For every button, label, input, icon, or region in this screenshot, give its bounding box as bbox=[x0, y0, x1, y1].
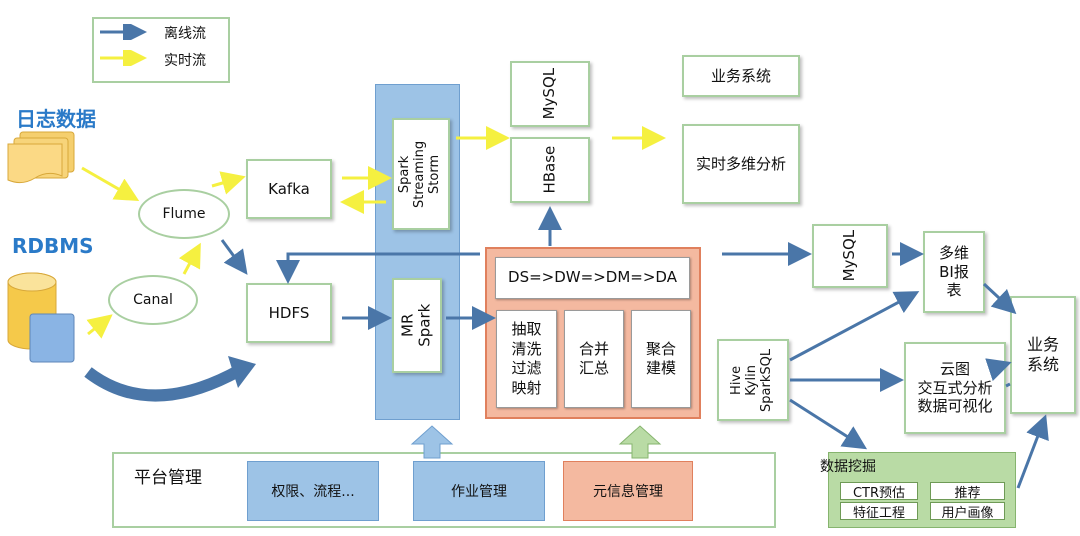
multi-bi-node: 多维 BI报 表 bbox=[923, 231, 985, 313]
arrow-db-hdfs-head bbox=[228, 356, 256, 388]
arrow-platform-dw bbox=[618, 425, 662, 459]
legend-realtime-label: 实时流 bbox=[164, 53, 206, 69]
hbase-node: HBase bbox=[510, 137, 590, 203]
flume-node: Flume bbox=[138, 189, 230, 239]
canal-node: Canal bbox=[108, 275, 198, 325]
arrow-db-canal bbox=[86, 314, 113, 339]
arrow-hive-mining bbox=[789, 398, 868, 450]
job-mgmt-box: 作业管理 bbox=[413, 461, 545, 521]
arrow-dw-hdfs bbox=[276, 252, 480, 284]
arrow-platform-compute bbox=[410, 425, 454, 459]
extract-label: 抽取 清洗 过滤 映射 bbox=[511, 320, 542, 397]
user-portrait-box: 用户画像 bbox=[930, 502, 1005, 521]
hdfs-node: HDFS bbox=[246, 283, 332, 343]
aggregate-box: 聚合 建模 bbox=[631, 310, 691, 408]
cloud-chart-node: 云图 交互式分析 数据可视化 bbox=[904, 342, 1006, 434]
feature-box: 特征工程 bbox=[840, 502, 918, 521]
legend bbox=[92, 17, 230, 83]
hive-node: Hive Kylin SparkSQL bbox=[717, 339, 789, 421]
platform-title: 平台管理 bbox=[134, 468, 202, 488]
log-files-icon bbox=[7, 131, 75, 184]
arrow-db-hdfs-curve bbox=[84, 364, 243, 402]
arrow-flume-kafka bbox=[211, 171, 246, 195]
arrow-flume-hdfs bbox=[220, 239, 248, 275]
rdbms-source-title: RDBMS bbox=[12, 234, 94, 258]
permissions-box: 权限、流程... bbox=[247, 461, 379, 521]
mr-spark-node: MR Spark bbox=[392, 278, 442, 373]
arrow-cloud-biz-2 bbox=[985, 358, 1012, 382]
mysql-right-node: MySQL bbox=[812, 224, 888, 288]
multi-bi-label: 多维 BI报 表 bbox=[938, 243, 969, 300]
biz-system-right-node: 业务 系统 bbox=[1010, 296, 1076, 414]
biz-system-top-node: 业务系统 bbox=[682, 55, 800, 97]
arrow-bi-biz bbox=[982, 282, 1017, 315]
logs-source-title: 日志数据 bbox=[16, 107, 96, 131]
legend-realtime-arrow-icon bbox=[100, 50, 147, 66]
merge-label: 合并 汇总 bbox=[578, 339, 609, 378]
recommend-box: 推荐 bbox=[930, 482, 1005, 501]
biz-system-right-label: 业务 系统 bbox=[1026, 335, 1059, 374]
arrow-logs-flume bbox=[81, 166, 140, 201]
spark-streaming-node: Spark Streaming Storm bbox=[392, 118, 450, 230]
arrow-hive-bi bbox=[789, 291, 920, 362]
realtime-olap-node: 实时多维分析 bbox=[682, 124, 800, 204]
legend-offline-label: 离线流 bbox=[164, 26, 206, 42]
ctr-box: CTR预估 bbox=[840, 482, 918, 501]
mining-title: 数据挖掘 bbox=[820, 459, 876, 475]
arrow-cloud-biz bbox=[1005, 382, 1011, 388]
kafka-node: Kafka bbox=[246, 159, 332, 219]
legend-offline-arrow-icon bbox=[100, 24, 147, 40]
mysql-top-node: MySQL bbox=[510, 61, 590, 127]
merge-box: 合并 汇总 bbox=[564, 310, 624, 408]
arrow-mining-biz bbox=[1016, 414, 1049, 489]
dw-flow-box: DS=>DW=>DM=>DA bbox=[495, 257, 690, 299]
meta-mgmt-box: 元信息管理 bbox=[563, 461, 693, 521]
extract-box: 抽取 清洗 过滤 映射 bbox=[496, 310, 557, 408]
cloud-chart-label: 云图 交互式分析 数据可视化 bbox=[917, 359, 993, 416]
database-icon bbox=[7, 272, 75, 363]
aggregate-label: 聚合 建模 bbox=[645, 339, 676, 378]
arrow-canal-flume bbox=[178, 242, 201, 275]
